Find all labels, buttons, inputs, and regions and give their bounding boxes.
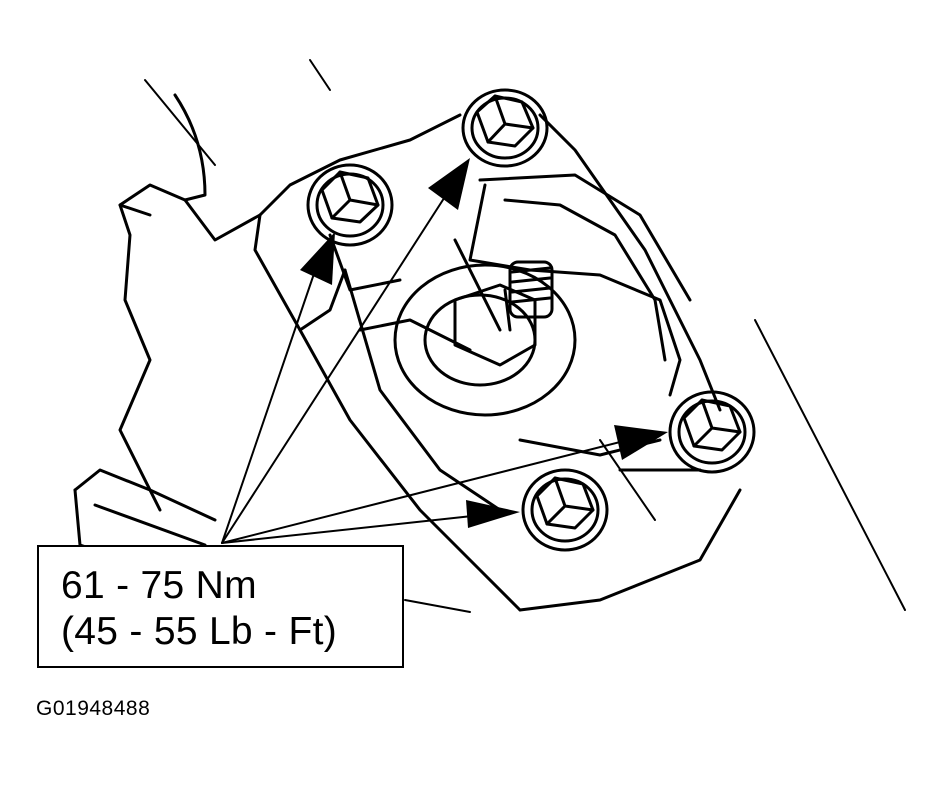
bolt-lower-left [521,468,609,552]
bolt-upper-right [461,88,549,168]
leader-lines [221,191,637,544]
bolt-lower-right [668,390,756,474]
figure-id: G01948488 [36,697,151,720]
background-lines [144,59,906,613]
bolt-upper-left [306,163,394,247]
torque-callout-box: 61 - 75 Nm (45 - 55 Lb - Ft) [37,545,404,668]
torque-metric-label: 61 - 75 Nm [61,564,257,607]
arrowhead-upper-right [428,158,470,210]
arrowhead-upper-left [300,232,335,285]
torque-imperial-label: (45 - 55 Lb - Ft) [61,610,338,653]
engine-block [73,93,262,557]
leader-arrowheads [300,158,668,528]
mount-bracket [253,113,742,612]
arrowhead-lower-left [466,500,520,528]
isolator-stud [393,260,577,417]
arrowhead-lower-right [614,425,668,460]
